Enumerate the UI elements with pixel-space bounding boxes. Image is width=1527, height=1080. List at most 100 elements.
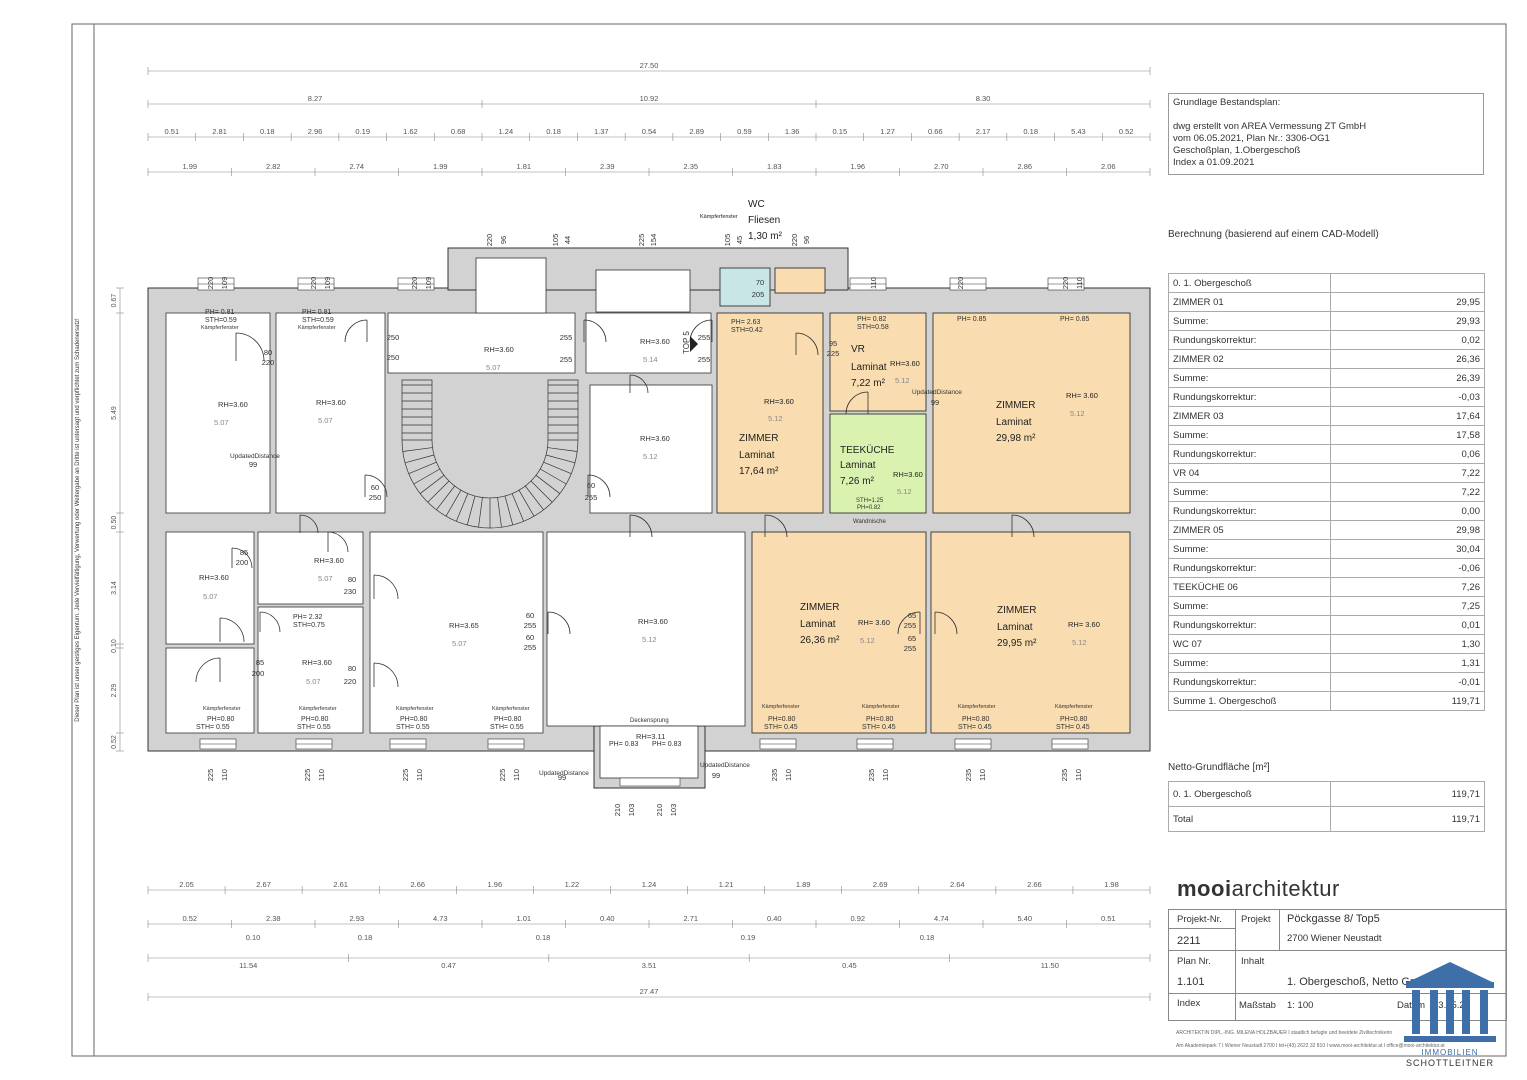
svg-text:RH=3.60: RH=3.60 (302, 658, 332, 667)
room-vr-04 (829, 312, 927, 412)
calc-row: Rundungskorrektur:0,02 (1168, 330, 1485, 350)
dimension-label: 110 (869, 277, 878, 289)
svg-text:PH=0.80: PH=0.80 (866, 716, 894, 723)
dimension-label: 205 (752, 290, 765, 299)
dim-top-row4-label: 2.35 (683, 162, 698, 171)
dim-bottom-row1-label: 1.22 (565, 880, 580, 889)
door-swing (259, 611, 281, 633)
dimension-label: 95 (829, 339, 837, 348)
svg-text:ZIMMER: ZIMMER (800, 602, 839, 613)
svg-text:STH= 0.45: STH= 0.45 (862, 724, 896, 731)
svg-text:RH= 3.60: RH= 3.60 (1068, 620, 1100, 629)
dimension-label: 105 (551, 234, 560, 247)
dimension-label: 103 (669, 804, 678, 817)
stamp-line-2: SCHOTTLEITNER (1405, 1058, 1494, 1068)
calc-row: Rundungskorrektur:-0,06 (1168, 558, 1485, 578)
stair-tread (530, 480, 553, 503)
svg-text:RH=3.60: RH=3.60 (893, 470, 923, 479)
calc-label: WC 07 (1168, 634, 1331, 654)
dim-left-label: 3.14 (111, 581, 118, 595)
dim-left-label: 5.49 (111, 406, 118, 420)
dimension-label: 225 (827, 349, 840, 358)
dimension-label: 80 (264, 348, 272, 357)
calc-value: 119,71 (1330, 691, 1485, 711)
calc-row: Summe:7,25 (1168, 596, 1485, 616)
dim-bottom-row2-label: 0.92 (850, 914, 865, 923)
dimension-label: 109 (424, 277, 433, 290)
dim-bottom-row3-label: 3.51 (642, 961, 657, 970)
calc-value: 26,36 (1330, 349, 1485, 369)
calc-value: 17,64 (1330, 406, 1485, 426)
dim-bottom-row1-label: 2.05 (179, 880, 194, 889)
dim-bottom-row3-label: 11.54 (239, 961, 257, 970)
calc-row: Summe:30,04 (1168, 539, 1485, 559)
svg-text:RH=3.60: RH=3.60 (640, 337, 670, 346)
staircase (401, 379, 579, 529)
svg-text:Deckensprung: Deckensprung (630, 718, 669, 724)
dimension-label: 105 (723, 234, 732, 247)
dimension-label: 225 (401, 769, 410, 782)
copyright-note: Dieser Plan ist unser geistiges Eigentum… (75, 318, 81, 722)
dimension-label: 220 (956, 277, 965, 290)
door-swing (583, 319, 607, 343)
svg-text:STH=0.58: STH=0.58 (857, 324, 889, 331)
svg-text:5.07: 5.07 (214, 418, 229, 427)
svg-text:5.12: 5.12 (768, 414, 783, 423)
svg-text:RH=3.11: RH=3.11 (636, 732, 665, 741)
dimension-label: 220 (410, 277, 419, 290)
plan-nr: 1.101 (1177, 976, 1205, 988)
dim-bottom-row2b-label: 0.19 (741, 933, 756, 942)
door-swing (364, 474, 388, 498)
room-wc-07 (719, 267, 771, 307)
dim-top-row3-label: 0.18 (546, 127, 561, 136)
dim-bottom-row1-label: 1.96 (488, 880, 503, 889)
svg-text:Laminat: Laminat (800, 619, 836, 630)
dimension-label: 110 (415, 769, 424, 781)
dim-bottom-row2-label: 2.38 (266, 914, 281, 923)
svg-text:UpdatedDistance: UpdatedDistance (700, 762, 750, 769)
svg-text:Wandnische: Wandnische (853, 519, 886, 525)
dimension-label: 255 (698, 355, 711, 364)
dim-left-label: 0.50 (111, 516, 118, 530)
calc-value (1330, 273, 1485, 293)
svg-text:STH=0.75: STH=0.75 (293, 622, 325, 629)
dimension-label: 65 (908, 634, 916, 643)
dim-top-row3-label: 2.17 (976, 127, 991, 136)
calc-row: 0. 1. Obergeschoß (1168, 273, 1485, 293)
door-swing (897, 611, 921, 635)
dim-top-row4-label: 1.81 (516, 162, 531, 171)
calc-value: 17,58 (1330, 425, 1485, 445)
svg-text:5.07: 5.07 (203, 592, 218, 601)
svg-text:UpdatedDistance: UpdatedDistance (539, 770, 589, 777)
calc-label: Rundungskorrektur: (1168, 501, 1331, 521)
dimension-label: 220 (344, 677, 357, 686)
calc-label: Summe: (1168, 425, 1331, 445)
svg-text:PH= 0.83: PH= 0.83 (609, 741, 638, 748)
svg-text:5.07: 5.07 (318, 416, 333, 425)
dim-bottom-row1-label: 2.69 (873, 880, 888, 889)
dim-top-row3-label: 0.19 (355, 127, 370, 136)
calc-value: 30,04 (1330, 539, 1485, 559)
dim-bottom-row3-label: 0.45 (842, 961, 857, 970)
dimension-label: 235 (1060, 769, 1069, 782)
svg-text:PH= 0.83: PH= 0.83 (652, 741, 681, 748)
dimension-label: 255 (904, 621, 917, 630)
svg-text:STH= 0.45: STH= 0.45 (1056, 724, 1090, 731)
svg-text:Laminat: Laminat (996, 417, 1032, 428)
calc-row: Summe:29,93 (1168, 311, 1485, 331)
calc-label: 0. 1. Obergeschoß (1168, 781, 1331, 807)
svg-text:RH=3.60: RH=3.60 (316, 398, 346, 407)
stair-tread (525, 485, 544, 511)
stair-tread (478, 497, 483, 528)
dimension-label: 96 (499, 236, 508, 244)
dim-top-row4-label: 2.06 (1101, 162, 1116, 171)
svg-text:7,22 m²: 7,22 m² (851, 378, 886, 389)
stair-tread (511, 493, 524, 522)
index-label: Index (1177, 998, 1201, 1009)
calc-value: 119,71 (1330, 781, 1485, 807)
dimension-label: 44 (563, 236, 572, 244)
